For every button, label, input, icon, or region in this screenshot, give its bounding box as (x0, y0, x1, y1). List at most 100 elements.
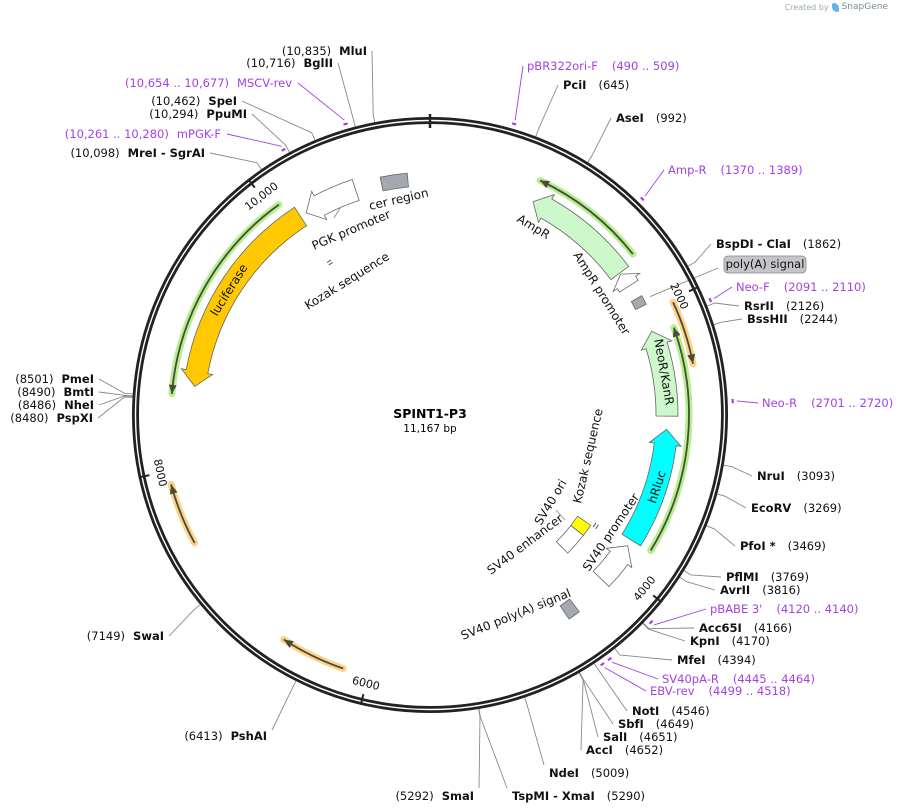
enzyme-site-label[interactable]: BspDI - ClaI(1862) (716, 237, 841, 251)
enzyme-site-label[interactable]: (5292)SmaI (395, 789, 474, 803)
enzyme-name: PpuMI (206, 107, 247, 121)
primer-label[interactable]: Neo-R(2701 .. 2720) (762, 396, 893, 410)
enzyme-site-label[interactable]: SbfI(4649) (618, 717, 694, 731)
enzyme-position: (2126) (786, 299, 824, 313)
enzyme-site-label[interactable]: EcoRV(3269) (751, 501, 842, 515)
enzyme-leader-line (579, 672, 614, 725)
primer-label[interactable]: EBV-rev(4499 .. 4518) (650, 684, 791, 698)
enzyme-name: MreI - SgrAI (128, 146, 205, 160)
enzyme-position: (10,835) (282, 44, 331, 58)
enzyme-name: AseI (616, 111, 644, 125)
feature-neor-kanr[interactable] (640, 330, 679, 417)
enzyme-name: BssHII (747, 312, 788, 326)
enzyme-site-label[interactable]: (8490)BmtI (17, 385, 94, 399)
primer-label[interactable]: pBR322ori-F(490 .. 509) (527, 59, 679, 73)
enzyme-site-label[interactable]: (10,294) PpuMI (149, 107, 247, 121)
enzyme-site-label[interactable]: NruI(3093) (757, 469, 835, 483)
enzyme-site-label[interactable]: PfoI *(3469) (740, 539, 826, 553)
enzyme-leader-line (98, 391, 133, 397)
enzyme-site-label[interactable]: (10,098)MreI - SgrAI (70, 146, 205, 160)
primer-label[interactable]: Neo-F(2091 .. 2110) (736, 280, 866, 294)
feature-label-cer-region: cer region (368, 186, 430, 213)
primer-label[interactable]: pBABE 3'(4120 .. 4140) (710, 602, 859, 616)
primer-range: (10,654 .. 10,677) (125, 76, 229, 90)
tick-mark (247, 178, 256, 189)
enzyme-name: MfeI (677, 653, 706, 667)
enzyme-site-label[interactable]: RsrII(2126) (744, 299, 824, 313)
feature-label-sv40-enhancer: SV40 enhancer (484, 511, 565, 577)
primer-leader-line (226, 133, 282, 147)
feature-ampr-promoter[interactable] (612, 273, 642, 293)
orf-line[interactable] (649, 327, 690, 551)
feature-ampr[interactable] (532, 193, 630, 281)
enzyme-position: (5292) (395, 789, 433, 803)
enzyme-position: (3269) (803, 501, 841, 515)
enzyme-site-label[interactable]: Acc65I(4166) (699, 621, 792, 635)
enzyme-name: BglII (304, 56, 334, 70)
enzyme-leader-line (578, 672, 584, 751)
feature-hrluc[interactable] (621, 428, 683, 547)
enzyme-site-label[interactable]: (10,716)BglII (246, 56, 333, 70)
feature-sv40-promoter[interactable] (592, 545, 633, 588)
enzyme-site-label[interactable]: PflMI(3769) (726, 570, 809, 584)
feature-luciferase[interactable] (180, 206, 308, 387)
primer-name: EBV-rev (650, 684, 695, 698)
feature-pgk-promoter[interactable] (305, 178, 360, 221)
primer-leader-line (713, 286, 733, 299)
enzyme-site-label[interactable]: (7149)SwaI (87, 629, 164, 643)
feature-sv40-enhancer[interactable] (555, 525, 584, 554)
primer-leader-line (604, 667, 647, 692)
enzyme-site-label[interactable]: NdeI(5009) (549, 766, 629, 780)
kozak-sequence-mark[interactable] (328, 261, 333, 266)
feature-cer-region[interactable] (379, 172, 409, 192)
orf-line[interactable] (539, 179, 634, 255)
enzyme-leader-line (587, 117, 612, 163)
primer-label[interactable]: (10,654 .. 10,677)MSCV-rev (125, 76, 292, 90)
enzyme-site-label[interactable]: NotI(4546) (632, 704, 710, 718)
enzyme-site-label[interactable]: AvrII(3816) (720, 583, 800, 597)
feature-poly-a-signal[interactable] (630, 295, 647, 311)
primer-name: Amp-R (668, 163, 707, 177)
primer-label[interactable]: (10,261 .. 10,280)mPGK-F (65, 127, 221, 141)
primer-range: (1370 .. 1389) (721, 163, 803, 177)
primer-site-mark (648, 619, 654, 625)
poly-a-signal-callout[interactable] (723, 255, 807, 274)
kozak-sequence-mark[interactable] (592, 522, 597, 528)
enzyme-site-label[interactable]: (8480)PspXI (10, 411, 93, 425)
enzyme-leader-line (209, 152, 262, 170)
enzyme-leader-line (723, 464, 753, 477)
feature-sv40-poly-a-signal[interactable] (559, 598, 580, 620)
enzyme-leader-line (97, 396, 133, 419)
primer-leader-line (644, 169, 665, 197)
primer-label[interactable]: Amp-R (1370 .. 1389) (668, 163, 803, 177)
kozak-sequence-mark[interactable] (595, 524, 599, 530)
enzyme-site-label[interactable]: AccI(4652) (586, 743, 663, 757)
enzyme-position: (7149) (87, 629, 125, 643)
kozak-sequence-mark[interactable] (326, 259, 332, 263)
primer-label[interactable]: SV40pA-R(4445 .. 4464) (662, 672, 815, 686)
enzyme-site-label[interactable]: BssHII(2244) (747, 312, 838, 326)
enzyme-site-label[interactable]: AseI(992) (616, 111, 687, 125)
enzyme-site-label[interactable]: (8501)PmeI (15, 372, 94, 386)
primer-site-mark (607, 656, 613, 662)
enzyme-site-label[interactable]: SalI(4651) (603, 730, 678, 744)
orf-line[interactable] (171, 203, 280, 394)
enzyme-position: (3769) (771, 570, 809, 584)
primer-leader-line (297, 82, 345, 121)
features (180, 172, 683, 620)
enzyme-site-label[interactable]: (8486)NheI (18, 398, 94, 412)
enzyme-leader-line (683, 570, 722, 578)
enzyme-position: (8480) (10, 411, 48, 425)
enzyme-site-label[interactable]: (10,835)MluI (282, 44, 367, 58)
enzyme-site-label[interactable]: PciI(645) (563, 78, 629, 92)
enzyme-leader-line (687, 243, 712, 267)
enzyme-site-label[interactable]: KpnI(4170) (690, 634, 770, 648)
enzyme-site-label[interactable]: TspMI - XmaI(5290) (512, 789, 645, 803)
enzyme-site-label[interactable]: (6413)PshAI (184, 729, 267, 743)
enzyme-site-label[interactable]: MfeI(4394) (677, 653, 756, 667)
orf-arrowhead-icon (540, 180, 550, 189)
enzyme-leader-line (337, 62, 356, 127)
enzyme-site-label[interactable]: (10,462)SpeI (151, 94, 237, 108)
enzyme-position: (10,294) (149, 107, 198, 121)
